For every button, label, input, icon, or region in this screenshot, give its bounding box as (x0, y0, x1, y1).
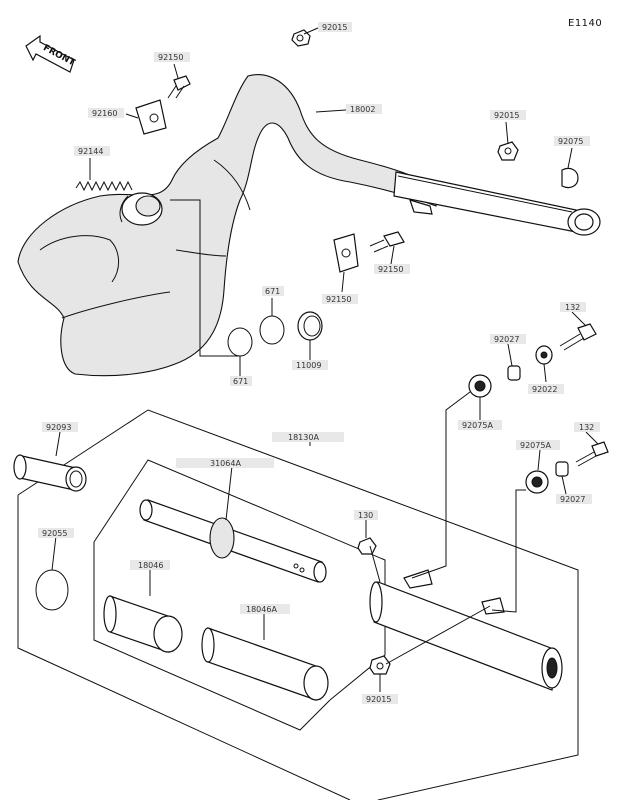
spring (75, 180, 133, 192)
callout-box (354, 510, 378, 520)
diagram-id: E1140 (568, 18, 603, 29)
callout-92150-low: 92150 (326, 295, 351, 304)
callout-132-low: 132 (579, 423, 594, 432)
callout-31064a: 31064A (210, 459, 241, 468)
bracket-mid (333, 231, 405, 273)
callout-92075: 92075 (558, 137, 583, 146)
callout-box (42, 422, 78, 432)
callout-92015-right: 92015 (494, 111, 519, 120)
callout-92027-low: 92027 (560, 495, 585, 504)
callout-18130a: 18130A (288, 433, 319, 442)
callout-92015-top: 92015 (322, 23, 347, 32)
callout-18002: 18002 (350, 105, 375, 114)
o-rings-671 (227, 315, 285, 357)
core-pipe-31064a (139, 499, 327, 583)
callout-box (554, 136, 590, 146)
callout-92093: 92093 (46, 423, 71, 432)
callout-11009: 11009 (296, 361, 321, 370)
section-outlines (17, 409, 579, 800)
callout-92160: 92160 (92, 109, 117, 118)
callout-box (322, 294, 358, 304)
callout-box (458, 420, 502, 430)
callout-18046a: 18046A (246, 605, 277, 614)
bolt-132-low (575, 441, 609, 467)
callout-box (374, 264, 410, 274)
callout-671-a: 671 (233, 377, 248, 386)
callout-box (516, 440, 560, 450)
front-arrow-icon: FRONT (25, 34, 77, 73)
callout-box (176, 458, 274, 468)
callout-box (38, 528, 74, 538)
callout-box (574, 422, 600, 432)
packing-18046 (103, 595, 183, 653)
callout-box (528, 384, 564, 394)
callout-132-top: 132 (565, 303, 580, 312)
callout-92022: 92022 (532, 385, 557, 394)
ring-11009 (297, 311, 323, 341)
callout-box (560, 302, 586, 312)
nut-130 (357, 537, 377, 555)
bolt-132-top (559, 323, 597, 351)
washer-92022 (535, 345, 553, 365)
callout-92027-top: 92027 (494, 335, 519, 344)
callout-box (240, 604, 290, 614)
callout-box (154, 52, 190, 62)
callout-box (88, 108, 124, 118)
callout-box (130, 560, 170, 570)
expansion-chamber (17, 74, 441, 377)
callout-box (346, 104, 382, 114)
nut-bottom (369, 655, 391, 675)
callout-box (318, 22, 352, 32)
callout-box (272, 432, 344, 442)
callout-box (74, 146, 110, 156)
callout-labels: 92015 92150 92160 18002 92015 92075 9214… (38, 22, 600, 704)
callout-box (362, 694, 398, 704)
callout-18046: 18046 (138, 561, 163, 570)
callout-box (230, 376, 252, 386)
callout-box (262, 286, 284, 296)
callout-box (490, 110, 526, 120)
callout-box (490, 334, 526, 344)
grommet-92075a-top (468, 374, 492, 398)
collar-92027-low (555, 461, 569, 477)
callout-92055: 92055 (42, 529, 67, 538)
grommet-92075a-low (525, 470, 549, 494)
pipe-tube (393, 171, 601, 236)
collar-92027-top (507, 365, 521, 381)
callout-92075a-low: 92075A (520, 441, 551, 450)
grommet-92075 (561, 167, 579, 189)
pipe-joint-92093 (13, 454, 87, 492)
gasket-92055 (35, 569, 69, 611)
callout-130: 130 (358, 511, 373, 520)
nut-right (497, 141, 519, 161)
callout-92015-bottom: 92015 (366, 695, 391, 704)
callout-671-b: 671 (265, 287, 280, 296)
bracket-92160 (135, 99, 167, 135)
nut-top (291, 29, 311, 47)
callout-92144: 92144 (78, 147, 103, 156)
callout-92150-top: 92150 (158, 53, 183, 62)
inlet-pipe (119, 192, 163, 226)
silencer-18130a (369, 569, 563, 691)
leader-lines (51, 27, 599, 692)
callout-box (292, 360, 328, 370)
packing-18046a (201, 627, 329, 701)
callout-box (556, 494, 592, 504)
callout-92075a-top: 92075A (462, 421, 493, 430)
callout-92150-mid: 92150 (378, 265, 403, 274)
bolt-top (167, 75, 191, 99)
